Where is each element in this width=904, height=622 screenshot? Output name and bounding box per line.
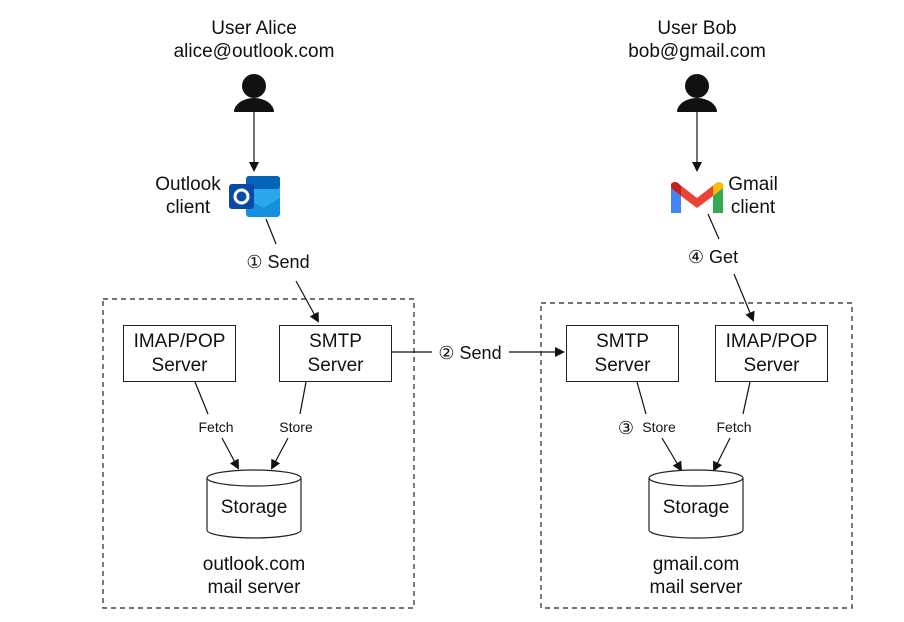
gmail-smtp-label-2: Server bbox=[594, 354, 651, 376]
arrow-outlook-send-top bbox=[265, 218, 277, 245]
gmail-imap-label-1: IMAP/POP bbox=[725, 330, 818, 352]
gmail-store-label: Store bbox=[642, 419, 676, 435]
step-2-send-label: ② Send bbox=[438, 343, 502, 363]
user-bob-email: bob@gmail.com bbox=[628, 41, 766, 62]
outlook-server-caption-2: mail server bbox=[207, 577, 301, 598]
gmail-smtp-server: SMTP Server bbox=[566, 325, 679, 382]
gmail-smtp-label-1: SMTP bbox=[596, 330, 649, 352]
user-alice-title: User Alice bbox=[211, 18, 297, 39]
gmail-imap-label-2: Server bbox=[743, 354, 800, 376]
gmail-server-boundary bbox=[540, 302, 853, 609]
user-alice-email: alice@outlook.com bbox=[173, 41, 335, 62]
outlook-server-caption-1: outlook.com bbox=[202, 554, 306, 575]
user-bob-title: User Bob bbox=[657, 18, 737, 39]
arrow-outlook-to-smtp bbox=[295, 280, 319, 323]
step-1-send-label: ① Send bbox=[246, 252, 310, 272]
gmail-imap-pop-server: IMAP/POP Server bbox=[715, 325, 828, 382]
arrow-gmail-get-top bbox=[707, 213, 720, 240]
arrow-store-top-right bbox=[636, 381, 647, 415]
arrow-fetch-right bbox=[713, 437, 731, 472]
outlook-imap-label-1: IMAP/POP bbox=[133, 330, 226, 352]
gmail-server-caption-2: mail server bbox=[649, 577, 743, 598]
outlook-smtp-label-1: SMTP bbox=[309, 330, 362, 352]
arrow-fetch-left bbox=[221, 437, 239, 470]
outlook-logo-icon bbox=[229, 176, 280, 217]
arrow-store-left bbox=[271, 437, 289, 470]
arrow-store-top-left bbox=[299, 381, 307, 415]
step-4-get-label: ④ Get bbox=[687, 247, 739, 267]
outlook-smtp-label-2: Server bbox=[307, 354, 364, 376]
arrow-store-right bbox=[661, 437, 683, 472]
outlook-server-boundary bbox=[102, 298, 415, 609]
arrow-fetch-top-right bbox=[742, 381, 751, 415]
outlook-client-label-2: client bbox=[165, 197, 211, 218]
outlook-imap-pop-server: IMAP/POP Server bbox=[123, 325, 236, 382]
gmail-storage-cylinder bbox=[648, 469, 744, 539]
gmail-client-label-2: client bbox=[730, 197, 776, 218]
step-3-label: ③ bbox=[617, 418, 635, 438]
outlook-storage-cylinder bbox=[206, 469, 302, 539]
gmail-server-caption-1: gmail.com bbox=[652, 554, 740, 575]
outlook-client-label-1: Outlook bbox=[155, 174, 221, 195]
arrow-fetch-top-left bbox=[194, 381, 209, 415]
outlook-smtp-server: SMTP Server bbox=[279, 325, 392, 382]
gmail-storage-label: Storage bbox=[662, 497, 730, 518]
user-alice-icon bbox=[234, 74, 274, 112]
outlook-imap-label-2: Server bbox=[151, 354, 208, 376]
gmail-fetch-label: Fetch bbox=[716, 419, 752, 435]
outlook-store-label: Store bbox=[279, 419, 313, 435]
outlook-storage-label: Storage bbox=[220, 497, 288, 518]
outlook-fetch-label: Fetch bbox=[198, 419, 234, 435]
arrow-imap-to-gmail bbox=[733, 273, 755, 322]
gmail-client-label-1: Gmail bbox=[728, 174, 778, 195]
gmail-logo-icon bbox=[671, 181, 723, 213]
user-bob-icon bbox=[677, 74, 717, 112]
